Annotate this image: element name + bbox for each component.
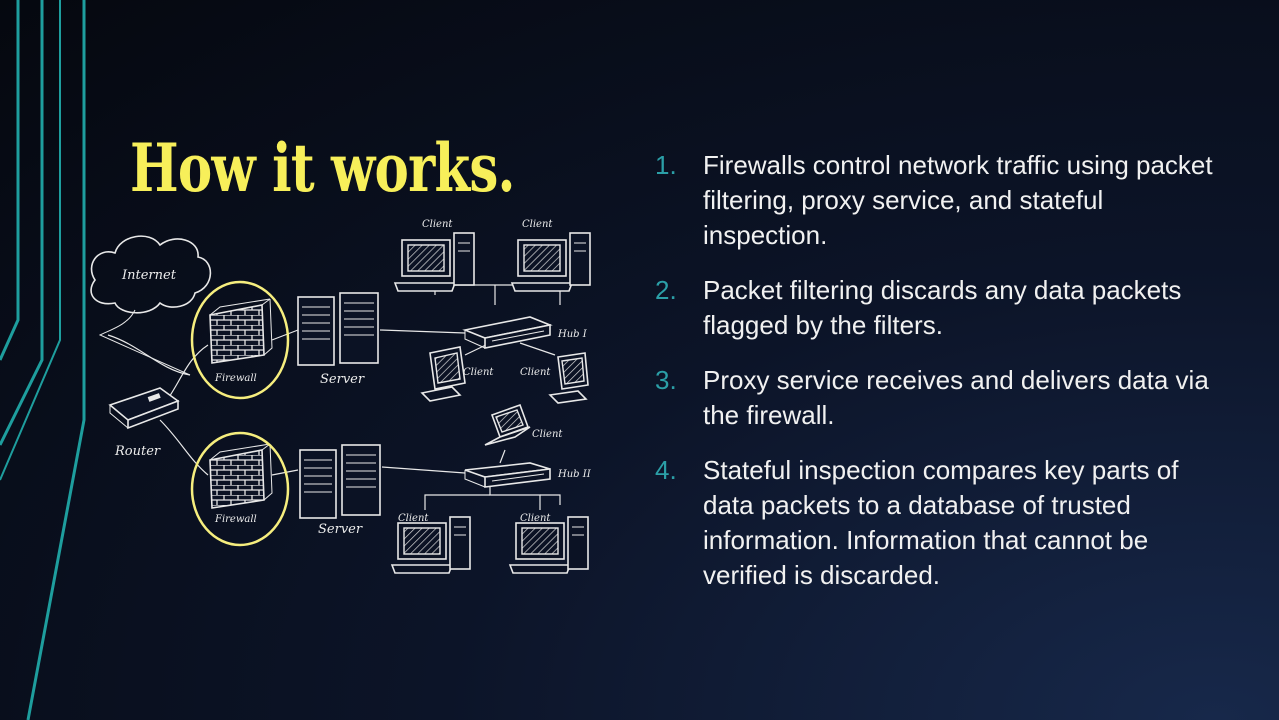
client-bottom-left-label: Client xyxy=(398,513,429,524)
client-mid-right-label: Client xyxy=(520,367,551,378)
list-item: 3. Proxy service receives and delivers d… xyxy=(655,363,1230,433)
list-number: 2. xyxy=(655,275,677,305)
client-bottom-right-icon: Client xyxy=(508,513,589,574)
hub-2-label: Hub II xyxy=(557,469,592,480)
firewall-bottom-icon: Firewall xyxy=(190,431,290,547)
server-top-label: Server xyxy=(320,372,365,387)
hub-1-label: Hub I xyxy=(557,329,588,340)
slide-title: How it works. xyxy=(130,129,515,207)
client-top-right-icon: Client xyxy=(510,219,591,292)
list-item: 1. Firewalls control network traffic usi… xyxy=(655,148,1230,253)
list-text: Stateful inspection compares key parts o… xyxy=(703,455,1179,590)
server-bottom-label: Server xyxy=(318,522,363,537)
server-bottom-icon: Server xyxy=(299,444,381,537)
hub-1-icon: Hub I xyxy=(462,316,588,349)
client-laptop-label: Client xyxy=(532,429,563,440)
router-label: Router xyxy=(114,444,161,459)
client-top-left-icon: Client xyxy=(393,219,475,292)
list-text: Packet filtering discards any data packe… xyxy=(703,275,1182,340)
client-bottom-left-icon: Client xyxy=(390,513,471,574)
client-laptop-icon: Client xyxy=(484,403,563,446)
client-mid-right-icon: Client xyxy=(520,352,589,404)
firewall-bottom-highlight-circle xyxy=(190,431,290,547)
firewall-bottom-label: Firewall xyxy=(214,514,257,525)
accent-lines xyxy=(0,0,86,720)
network-diagram: Internet Router Firewall Firewall Server xyxy=(90,219,592,574)
internet-cloud: Internet xyxy=(90,235,212,376)
client-mid-left-icon: Client xyxy=(420,346,494,402)
client-mid-left-label: Client xyxy=(463,367,494,378)
list-text: Proxy service receives and delivers data… xyxy=(703,365,1209,430)
bullet-list: 1. Firewalls control network traffic usi… xyxy=(655,148,1230,613)
client-top-left-label: Client xyxy=(422,219,453,230)
list-item: 2. Packet filtering discards any data pa… xyxy=(655,273,1230,343)
hub-2-icon: Hub II xyxy=(464,462,592,488)
client-top-right-label: Client xyxy=(522,219,553,230)
firewall-top-label: Firewall xyxy=(214,373,257,384)
firewall-top-icon: Firewall xyxy=(190,280,290,400)
firewall-top-highlight-circle xyxy=(190,280,290,400)
list-text: Firewalls control network traffic using … xyxy=(703,150,1213,250)
router-icon: Router xyxy=(108,387,180,459)
list-number: 4. xyxy=(655,455,677,485)
client-bottom-right-label: Client xyxy=(520,513,551,524)
list-number: 3. xyxy=(655,365,677,395)
internet-label: Internet xyxy=(121,268,177,283)
list-item: 4. Stateful inspection compares key part… xyxy=(655,453,1230,593)
server-top-icon: Server xyxy=(297,292,379,387)
list-number: 1. xyxy=(655,150,677,180)
